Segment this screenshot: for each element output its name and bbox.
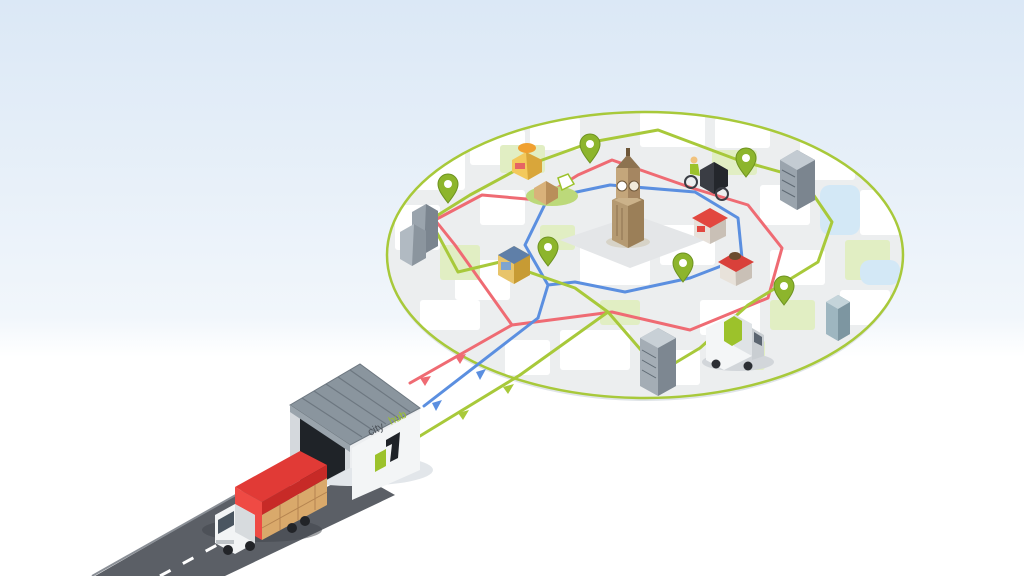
map-border xyxy=(385,110,905,400)
parcel-hub-icon xyxy=(526,173,578,206)
brand-logo-icon xyxy=(375,432,400,472)
office-building-icon xyxy=(826,295,850,341)
map-water xyxy=(820,185,900,285)
blue-route xyxy=(523,183,744,320)
electric-van-icon xyxy=(702,314,774,371)
red-connector xyxy=(408,323,514,385)
office-building-icon xyxy=(400,204,438,266)
route-arrow-icon xyxy=(432,369,486,411)
cargo-bike-icon xyxy=(684,156,729,201)
red-route xyxy=(433,158,784,332)
office-building-icon xyxy=(640,328,676,396)
route-arrow-icon xyxy=(458,384,514,420)
city-map xyxy=(385,110,905,401)
green-connector xyxy=(418,373,522,438)
clock-tower-icon xyxy=(606,148,650,248)
shop-icon xyxy=(692,208,728,244)
connecting-routes xyxy=(408,316,540,438)
delivery-truck-icon xyxy=(202,451,328,555)
blue-connector xyxy=(422,316,540,408)
office-building-icon xyxy=(780,150,815,210)
shop-icon xyxy=(512,143,542,180)
shop-icon xyxy=(718,252,754,286)
route-arrow-icon xyxy=(420,354,466,386)
office-building-icon xyxy=(498,246,530,284)
